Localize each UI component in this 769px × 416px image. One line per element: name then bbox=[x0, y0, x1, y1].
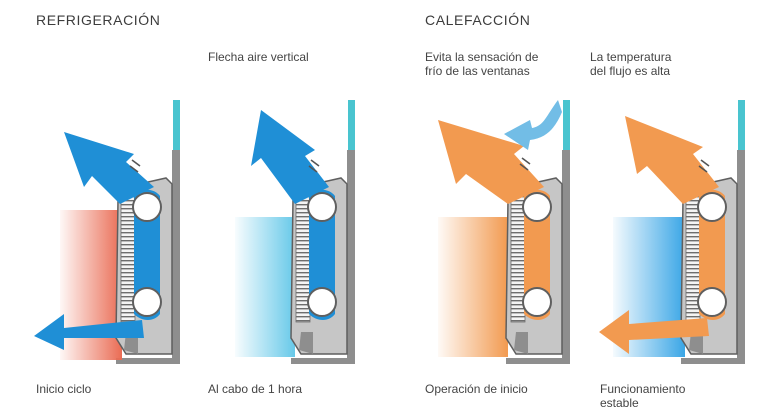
fan-coil-unit bbox=[505, 177, 563, 355]
panel-1-bottom-label: Al cabo de 1 hora bbox=[208, 382, 303, 396]
airflow-lines bbox=[698, 159, 710, 173]
panel-1-top-label: Flecha aire vertical bbox=[208, 50, 309, 64]
fan-coil-unit bbox=[680, 177, 738, 355]
fan-coil-unit bbox=[290, 177, 348, 355]
diagram-heating-start bbox=[420, 92, 570, 372]
upward-airflow-arrow bbox=[64, 132, 154, 204]
window-glass bbox=[563, 100, 570, 150]
upward-airflow-arrow bbox=[438, 120, 544, 204]
window-glass bbox=[348, 100, 355, 150]
upward-airflow-arrow bbox=[625, 116, 719, 204]
panel-3-top-label: La temperatura del flujo es alta bbox=[590, 50, 672, 78]
wall bbox=[347, 150, 355, 364]
fan-coil-unit bbox=[115, 177, 173, 355]
section-title-cooling: REFRIGERACIÓN bbox=[36, 12, 161, 28]
airflow-lines bbox=[308, 159, 320, 173]
airflow-lines bbox=[519, 157, 531, 171]
diagram-heating-stable bbox=[595, 92, 745, 372]
floor-ledge bbox=[116, 358, 180, 364]
panel-3-bottom-label: Funcionamiento estable bbox=[600, 382, 686, 410]
panel-2-top-label: Evita la sensación de frío de las ventan… bbox=[425, 50, 539, 78]
window-glass bbox=[173, 100, 180, 150]
section-title-heating: CALEFACCIÓN bbox=[425, 12, 531, 28]
floor-ledge bbox=[291, 358, 355, 364]
wall bbox=[172, 150, 180, 364]
cool-air-zone bbox=[235, 217, 295, 357]
diagram-cooling-after-1h bbox=[205, 92, 355, 372]
panel-2-bottom-label: Operación de inicio bbox=[425, 382, 528, 396]
wall bbox=[562, 150, 570, 364]
panel-0-bottom-label: Inicio ciclo bbox=[36, 382, 92, 396]
wall bbox=[737, 150, 745, 364]
warm-air-zone bbox=[438, 217, 508, 357]
diagram-cooling-start bbox=[30, 92, 180, 372]
floor-ledge bbox=[506, 358, 570, 364]
downward-airflow-arrow bbox=[599, 310, 709, 354]
cold-window-draft-arrow bbox=[504, 100, 562, 150]
airflow-lines bbox=[129, 159, 141, 173]
floor-ledge bbox=[681, 358, 745, 364]
downward-airflow-arrow bbox=[34, 314, 144, 350]
upward-airflow-arrow bbox=[251, 110, 329, 204]
window-glass bbox=[738, 100, 745, 150]
